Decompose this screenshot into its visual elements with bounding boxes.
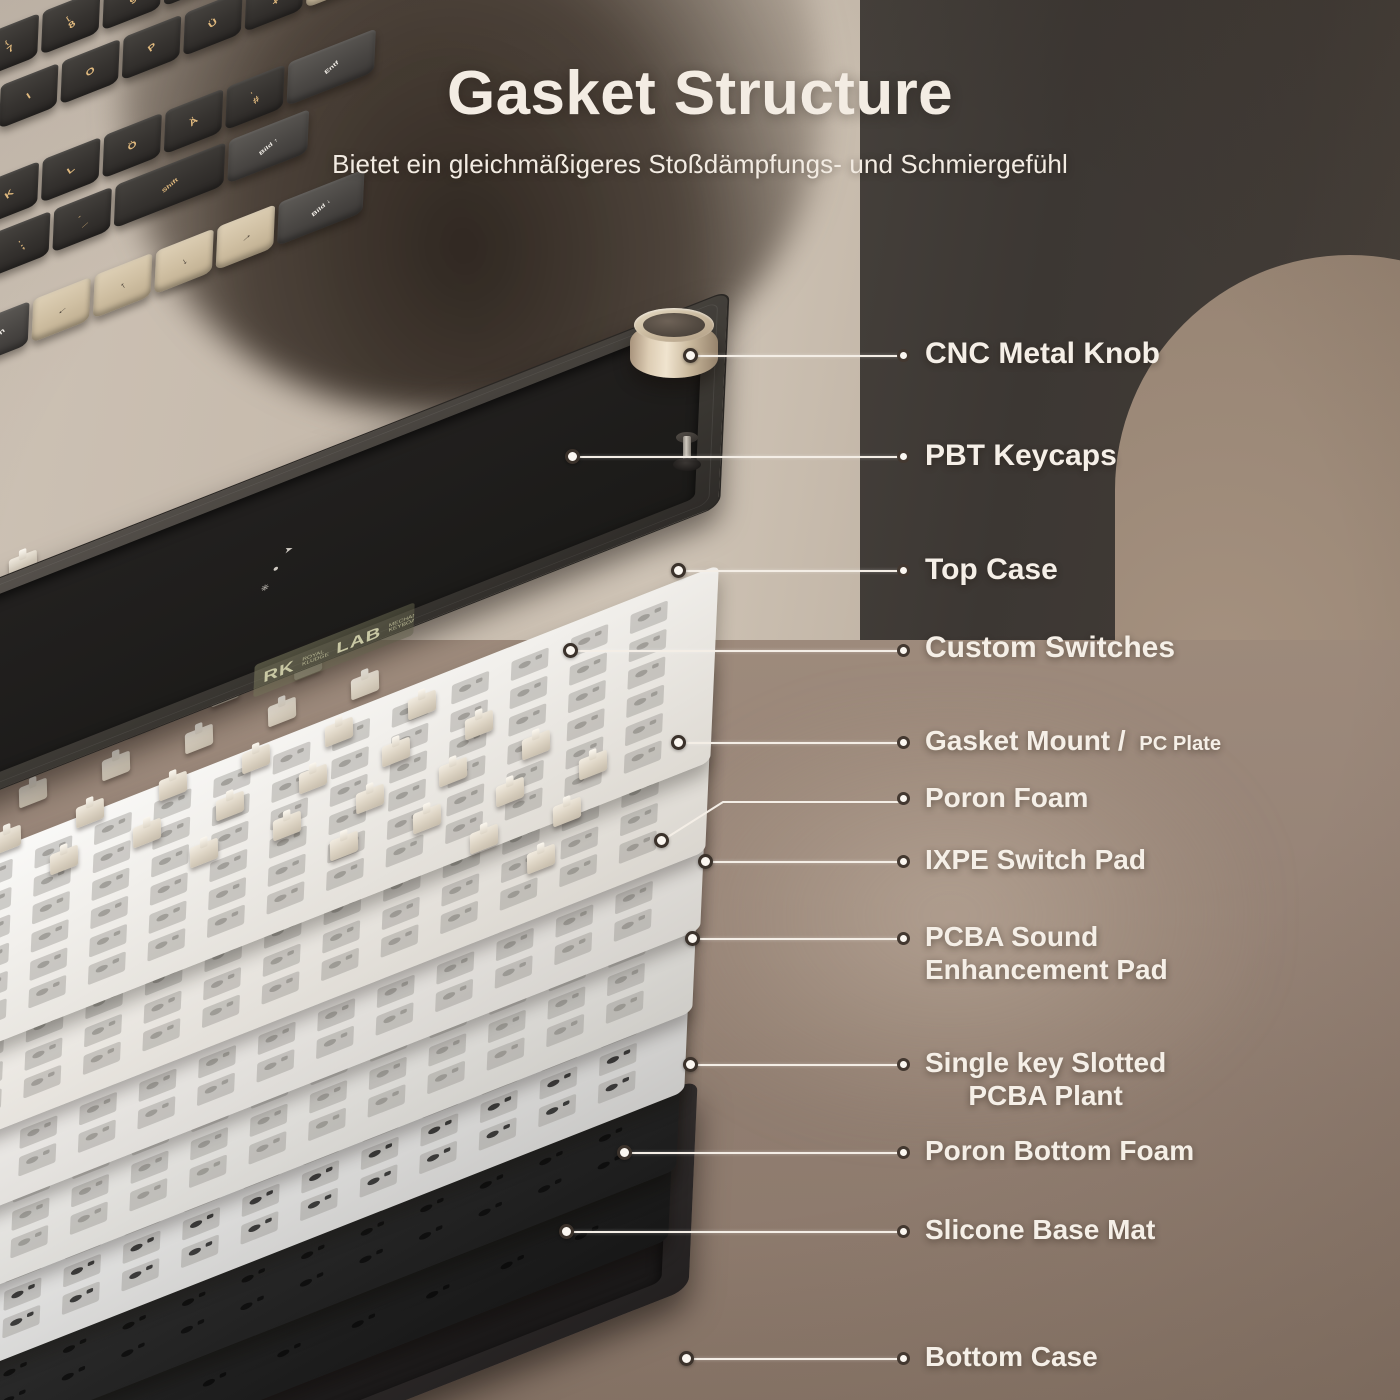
callout-anchor-dot — [683, 1057, 698, 1072]
callout-label-dot — [897, 644, 910, 657]
page-subtitle: Bietet ein gleichmäßigeres Stoßdämpfungs… — [332, 149, 1068, 179]
callout-anchor-dot — [671, 563, 686, 578]
callout-anchor-dot — [565, 449, 580, 464]
callout-label-main: Slicone Base Mat — [925, 1214, 1156, 1245]
callout-anchor-dot — [683, 348, 698, 363]
knob-textured-top — [643, 313, 705, 337]
callout-anchor-dot — [685, 931, 700, 946]
callout-label: Gasket Mount / PC Plate — [925, 724, 1221, 757]
callout-connector-line — [624, 1152, 903, 1154]
callout-label-dot — [897, 1352, 910, 1365]
callout-label-dot — [897, 792, 910, 805]
callout-label: Poron Foam — [925, 781, 1088, 814]
callout-label-dot — [897, 564, 910, 577]
callout-label: CNC Metal Knob — [925, 336, 1160, 371]
callout-label-dot — [897, 932, 910, 945]
callout-label: PBT Keycaps — [925, 438, 1117, 473]
callout-connector-line — [690, 355, 903, 357]
callout-label-main: CNC Metal Knob — [925, 337, 1160, 370]
callout-label-main: Poron Foam — [925, 782, 1089, 813]
callout-label-sub: PC Plate — [1133, 733, 1222, 755]
background-glow — [640, 700, 1260, 1130]
callout-label-sub: Enhancement Pad — [925, 954, 1168, 986]
callout-label-main: PCBA Sound — [925, 921, 1099, 952]
callout-label-main: Bottom Case — [925, 1341, 1098, 1372]
callout-connector-line — [705, 861, 903, 863]
callout-label-dot — [897, 450, 910, 463]
callout-connector-line — [690, 1064, 903, 1066]
callout-connector-line — [570, 650, 903, 652]
callout-label: Top Case — [925, 552, 1058, 587]
callout-label-dot — [897, 855, 910, 868]
callout-label-main: Top Case — [925, 553, 1058, 586]
callout-connector-line — [678, 570, 903, 572]
callout-anchor-dot — [654, 833, 669, 848]
cnc-metal-knob — [630, 308, 718, 388]
page-title: Gasket Structure — [446, 59, 954, 128]
callout-label: Bottom Case — [925, 1340, 1098, 1373]
callout-connector-line — [692, 938, 903, 940]
callout-anchor-dot — [698, 854, 713, 869]
callout-label-main: IXPE Switch Pad — [925, 844, 1146, 875]
header: Gasket Structure Bietet ein gleichmäßige… — [0, 0, 1400, 180]
callout-anchor-dot — [679, 1351, 694, 1366]
callout-label-main: Poron Bottom Foam — [925, 1135, 1195, 1166]
callout-connector-line — [686, 1358, 903, 1360]
callout-label-dot — [897, 349, 910, 362]
callout-label-sub: PCBA Plant — [968, 1080, 1123, 1112]
callout-label-dot — [897, 1225, 910, 1238]
encoder-base — [673, 458, 701, 471]
callout-label: Poron Bottom Foam — [925, 1134, 1194, 1167]
callout-label: Slicone Base Mat — [925, 1213, 1155, 1246]
callout-label: IXPE Switch Pad — [925, 843, 1146, 876]
callout-label-main: PBT Keycaps — [925, 439, 1117, 472]
encoder-post — [683, 436, 691, 462]
callout-anchor-dot — [559, 1224, 574, 1239]
callout-label-main: Single key Slotted — [925, 1047, 1167, 1078]
callout-anchor-dot — [671, 735, 686, 750]
callout-label-main: Custom Switches — [925, 631, 1176, 664]
rotary-encoder-stem — [673, 432, 701, 472]
callout-anchor-dot — [563, 643, 578, 658]
callout-anchor-dot — [617, 1145, 632, 1160]
callout-label: Custom Switches — [925, 630, 1175, 665]
callout-label-dot — [897, 1058, 910, 1071]
callout-label-dot — [897, 1146, 910, 1159]
callout-connector-line — [572, 456, 903, 458]
callout-label-main: Gasket Mount / — [925, 725, 1126, 756]
callout-connector-line — [678, 742, 903, 744]
callout-label-dot — [897, 736, 910, 749]
callout-connector-line — [566, 1231, 903, 1233]
